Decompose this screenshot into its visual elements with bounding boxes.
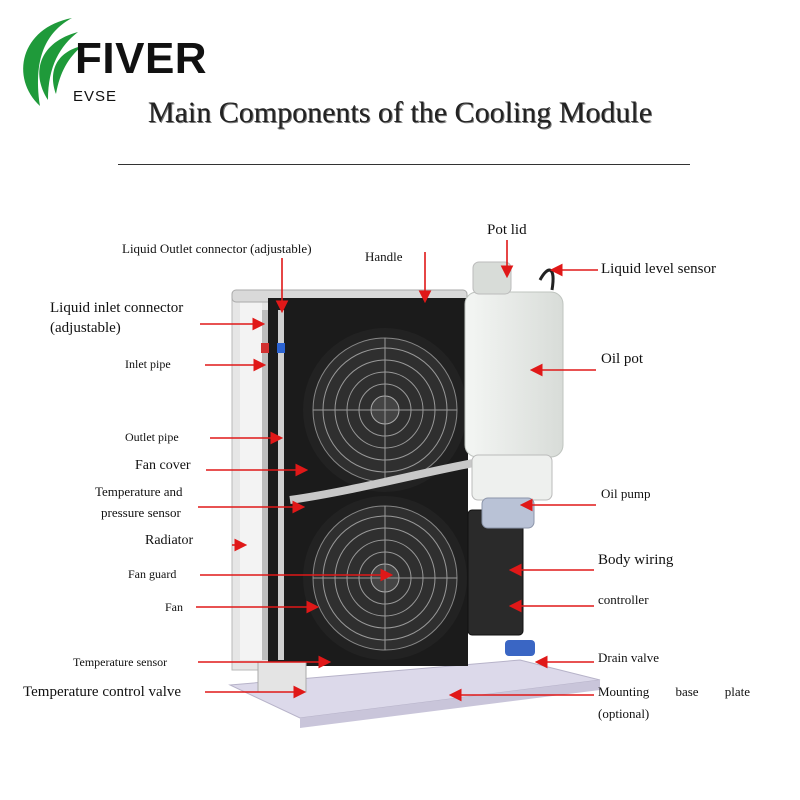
page-title: Main Components of the Cooling Module xyxy=(147,96,653,129)
mounting-word-2: base xyxy=(675,684,699,699)
label-controller: controller xyxy=(598,592,649,607)
label-temperature-sensor: Temperature sensor xyxy=(73,655,168,669)
callout-arrows xyxy=(196,240,598,702)
oil-pot xyxy=(464,291,564,458)
oil-pump-housing xyxy=(471,454,553,501)
logo-subtext: EVSE xyxy=(73,88,118,105)
title-divider xyxy=(118,164,690,165)
temperature-control-valve xyxy=(257,661,307,693)
label-fan-cover: Fan cover xyxy=(135,458,191,473)
label-fan-guard: Fan guard xyxy=(128,567,177,581)
label-oil-pump: Oil pump xyxy=(601,486,651,501)
label-inlet-pipe: Inlet pipe xyxy=(125,357,171,371)
base-plate-edge xyxy=(300,680,600,728)
mounting-word-1: Mounting xyxy=(598,684,650,699)
label-liquid-outlet: Liquid Outlet connector (adjustable) xyxy=(122,241,312,256)
connecting-pipe xyxy=(289,456,491,504)
label-outlet-pipe: Outlet pipe xyxy=(125,430,179,444)
label-body-wiring: Body wiring xyxy=(598,552,674,568)
brand-logo xyxy=(10,8,210,108)
mounting-word-3: plate xyxy=(724,684,750,699)
label-liquid-inlet-2: (adjustable) xyxy=(50,320,121,336)
label-oil-pot: Oil pot xyxy=(601,351,644,367)
label-fan: Fan xyxy=(165,600,183,614)
label-drain-valve: Drain valve xyxy=(598,650,660,665)
label-liquid-inlet-1: Liquid inlet connector xyxy=(50,300,184,316)
drain-valve xyxy=(505,640,535,656)
label-temp-pressure-2: pressure sensor xyxy=(101,505,181,520)
outlet-pipe xyxy=(278,310,284,660)
inlet-pipe xyxy=(262,310,268,660)
label-pot-lid: Pot lid xyxy=(487,222,527,238)
label-temperature-control-valve: Temperature control valve xyxy=(23,684,182,700)
label-mounting-base-plate-2: (optional) xyxy=(598,706,650,721)
logo-wordmark: FIVER xyxy=(75,34,208,83)
controller-box xyxy=(467,509,524,636)
oil-pump xyxy=(481,497,535,529)
lower-fan xyxy=(303,496,467,660)
label-handle: Handle xyxy=(365,249,403,264)
label-temp-pressure-1: Temperature and xyxy=(95,484,183,499)
pot-lid xyxy=(472,261,512,295)
label-liquid-level-sensor: Liquid level sensor xyxy=(601,261,716,277)
swoosh-logo-icon xyxy=(23,18,82,106)
level-sensor-cable xyxy=(538,268,555,291)
label-radiator: Radiator xyxy=(145,533,194,548)
upper-fan xyxy=(303,328,467,492)
label-mounting-base-plate-1: Mounting base plate xyxy=(598,684,750,700)
